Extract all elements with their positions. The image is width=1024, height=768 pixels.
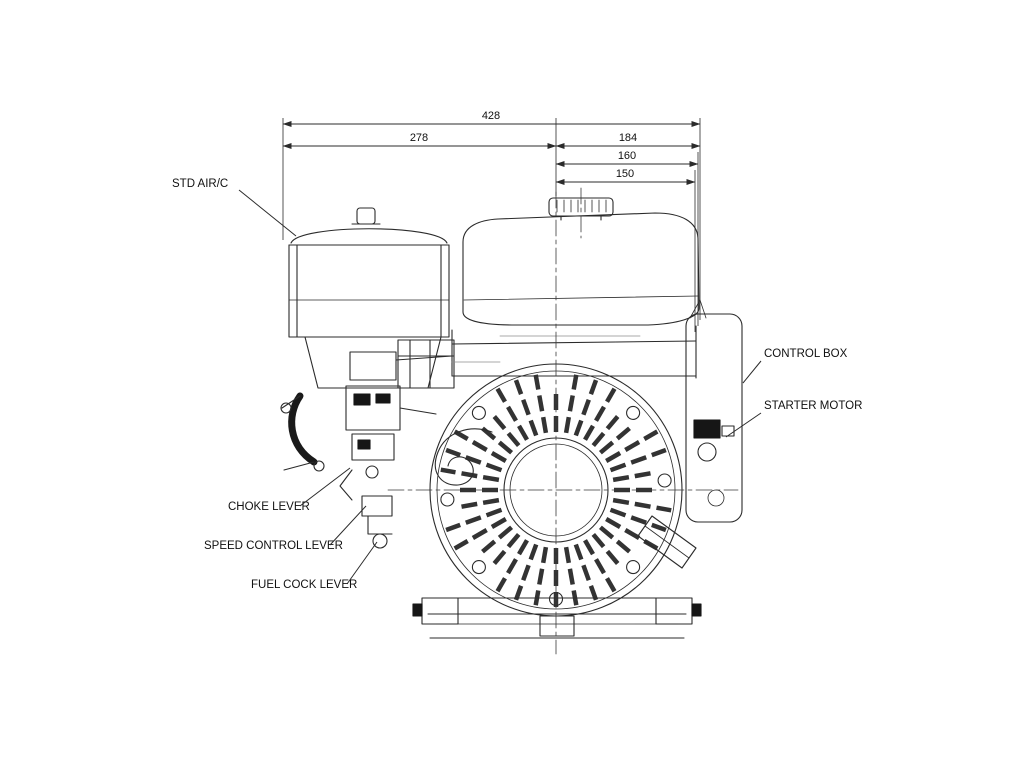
carburetor-linkage — [280, 351, 453, 549]
dim-428: 428 — [482, 110, 500, 122]
dim-160: 160 — [618, 150, 636, 162]
engine-drawing — [280, 187, 743, 655]
callouts: STD AIR/C CONTROL BOX STARTER MOTOR CHOK… — [172, 178, 862, 591]
leader-starter-motor — [725, 412, 762, 438]
leader-control-box — [742, 360, 762, 384]
choke-lever-icon — [288, 392, 318, 466]
handle-hook — [434, 428, 493, 486]
leader-fuel-cock-lever — [346, 541, 378, 585]
label-fuel-cock-lever: FUEL COCK LEVER — [251, 579, 357, 591]
leader-speed-control-lever — [329, 505, 367, 546]
label-starter-motor: STARTER MOTOR — [764, 400, 862, 412]
wing-nut-icon — [351, 207, 381, 225]
starter-motor — [637, 419, 735, 569]
label-std-air-c: STD AIR/C — [172, 178, 228, 190]
leader-choke-lever — [299, 467, 351, 507]
cover-bolts — [440, 405, 672, 607]
mounting-base — [412, 597, 702, 639]
label-choke-lever: CHOKE LEVER — [228, 501, 310, 513]
dimension-lines: 428 278 184 160 150 — [282, 110, 701, 332]
dim-278: 278 — [410, 132, 428, 144]
dim-184: 184 — [619, 132, 637, 144]
centerlines — [387, 187, 739, 655]
fuel-cock-icon — [367, 515, 393, 535]
air-cleaner — [288, 207, 450, 389]
dim-150: 150 — [616, 168, 634, 180]
control-box — [685, 299, 743, 523]
label-control-box: CONTROL BOX — [764, 348, 848, 360]
label-speed-control-lever: SPEED CONTROL LEVER — [204, 540, 343, 552]
leader-std-air-c — [238, 189, 297, 237]
